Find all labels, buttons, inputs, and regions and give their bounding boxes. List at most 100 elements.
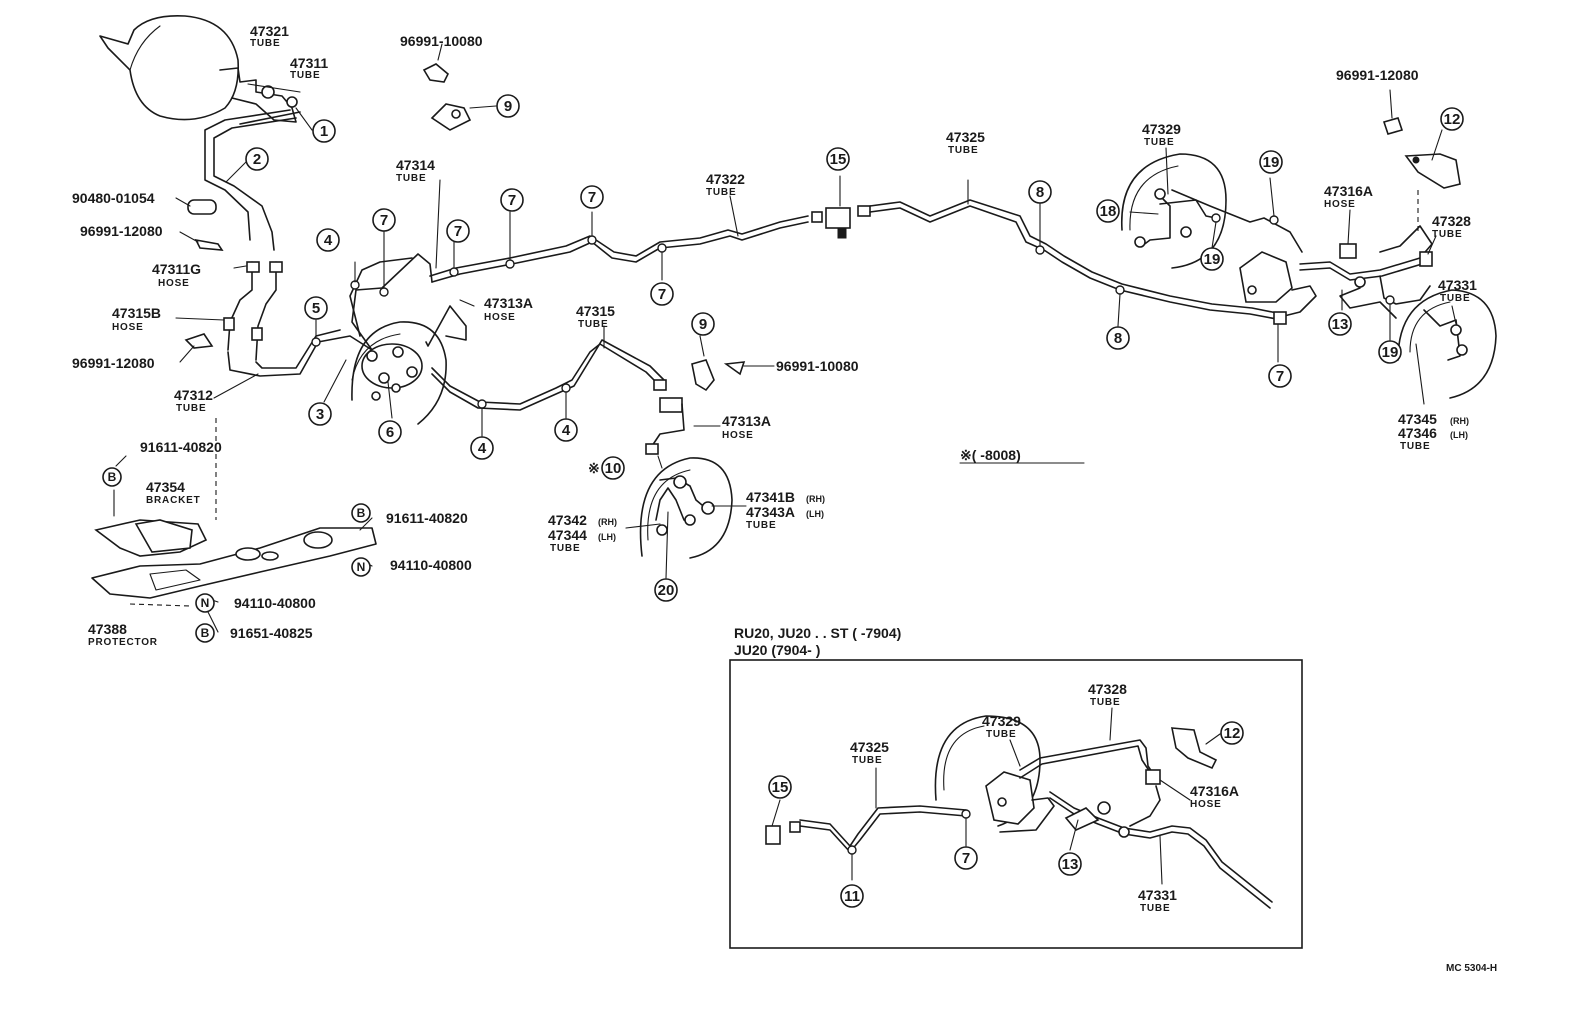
part-number: 47316A — [1190, 783, 1239, 799]
part-number: 96991-10080 — [776, 358, 859, 374]
part-number: 94110-40800 — [234, 595, 316, 611]
nut-marker: N — [357, 560, 366, 574]
callout-7: 7 — [962, 850, 970, 867]
callout-13: 13 — [1332, 316, 1349, 333]
part-type: HOSE — [722, 430, 754, 441]
callout-15: 15 — [772, 779, 789, 796]
part-number: 47316A — [1324, 183, 1373, 199]
callout-19: 19 — [1382, 344, 1399, 361]
callout-7: 7 — [588, 189, 596, 206]
callout-1: 1 — [320, 123, 328, 140]
part-number: 47313A — [722, 413, 771, 429]
brake-booster-assembly — [99, 14, 301, 123]
callout-4: 4 — [324, 232, 333, 249]
callout-18: 18 — [1100, 203, 1117, 220]
inset-variant-box — [729, 659, 1303, 949]
part-type: TUBE — [706, 187, 736, 198]
front-wheel-brake — [351, 305, 685, 455]
part-number: 91611-40820 — [386, 510, 468, 526]
part-type: TUBE — [1432, 229, 1462, 240]
callout-4: 4 — [562, 422, 571, 439]
callout-9: 9 — [699, 316, 707, 333]
part-type: TUBE — [250, 38, 280, 49]
part-number: 47322 — [706, 171, 745, 187]
callout-markers: 1 2 3 4 4 4 5 6 7 7 7 7 7 7 7 8 8 9 9 ※ … — [245, 94, 1464, 908]
bracket-and-protector — [91, 418, 377, 607]
callout-8: 8 — [1036, 184, 1044, 201]
part-type: PROTECTOR — [88, 637, 158, 648]
callout-2: 2 — [253, 151, 261, 168]
callout-7: 7 — [658, 286, 666, 303]
part-type: HOSE — [484, 312, 516, 323]
three-way-connector — [811, 205, 871, 239]
part-type: TUBE — [746, 520, 776, 531]
part-number: 47344 — [548, 527, 587, 543]
part-number: 47314 — [396, 157, 435, 173]
part-type: TUBE — [1440, 293, 1470, 304]
notes: ※( -8008) RU20, JU20 . . ST ( -7904) JU2… — [734, 447, 1497, 974]
part-number: 47346 — [1398, 425, 1437, 441]
part-number: 47329 — [982, 713, 1021, 729]
part-number: 47311G — [152, 261, 201, 277]
side-tag: (RH) — [806, 494, 825, 504]
callout-7: 7 — [380, 212, 388, 229]
part-number: 47331 — [1438, 277, 1477, 293]
leader-lines — [115, 43, 1457, 885]
part-number: 47321 — [250, 23, 289, 39]
part-type: TUBE — [1400, 441, 1430, 452]
part-type: TUBE — [986, 729, 1016, 740]
part-number: 90480-01054 — [72, 190, 155, 206]
part-number: 96991-12080 — [72, 355, 155, 371]
part-type: HOSE — [112, 322, 144, 333]
callout-13: 13 — [1062, 856, 1079, 873]
bolt-marker: B — [357, 506, 366, 520]
callout-19: 19 — [1263, 154, 1280, 171]
bolt-marker: B — [201, 626, 210, 640]
side-tag: (LH) — [598, 532, 616, 542]
part-number: 47388 — [88, 621, 127, 637]
part-type: TUBE — [578, 319, 608, 330]
part-type: TUBE — [396, 173, 426, 184]
rear-brake-line — [869, 179, 1283, 321]
part-number: 47328 — [1088, 681, 1127, 697]
part-number: 47343A — [746, 504, 795, 520]
part-type: BRACKET — [146, 495, 201, 506]
part-number: 47341B — [746, 489, 795, 505]
side-tag: (LH) — [1450, 430, 1468, 440]
part-type: TUBE — [1144, 137, 1174, 148]
callout-11: 11 — [844, 888, 860, 905]
part-type: HOSE — [1190, 799, 1222, 810]
part-number: 47311 — [290, 55, 328, 71]
part-number: 47331 — [1138, 887, 1177, 903]
part-number: 47325 — [850, 739, 889, 755]
part-type: TUBE — [1140, 903, 1170, 914]
callout-19: 19 — [1204, 251, 1221, 268]
side-tag: (RH) — [1450, 416, 1469, 426]
part-number: 96991-10080 — [400, 33, 483, 49]
part-number: 47315 — [576, 303, 615, 319]
callout-12: 12 — [1224, 725, 1241, 742]
part-type: TUBE — [948, 145, 978, 156]
serial-range-note: ※( -8008) — [960, 447, 1021, 463]
inset-model-line-2: JU20 (7904- ) — [734, 642, 820, 658]
part-type: TUBE — [1090, 697, 1120, 708]
side-tag: (LH) — [806, 509, 824, 519]
part-type: HOSE — [1324, 199, 1356, 210]
callout-8: 8 — [1114, 330, 1122, 347]
part-number: 47328 — [1432, 213, 1471, 229]
part-number: 94110-40800 — [390, 557, 472, 573]
callout-9: 9 — [504, 98, 512, 115]
part-number: 91651-40825 — [230, 625, 313, 641]
callout-12: 12 — [1444, 111, 1461, 128]
callout-7: 7 — [508, 192, 516, 209]
part-number: 96991-12080 — [80, 223, 163, 239]
part-type: TUBE — [290, 70, 320, 81]
diagram-code: MC 5304-H — [1446, 963, 1497, 974]
callout-20: 20 — [658, 582, 675, 599]
inset-model-line-1: RU20, JU20 . . ST ( -7904) — [734, 625, 901, 641]
fastener-markers: B B N N B — [102, 467, 371, 643]
callout-7: 7 — [454, 223, 462, 240]
tube-clamp-bracket — [422, 63, 746, 392]
bolt-marker: B — [108, 470, 117, 484]
part-type: TUBE — [852, 755, 882, 766]
